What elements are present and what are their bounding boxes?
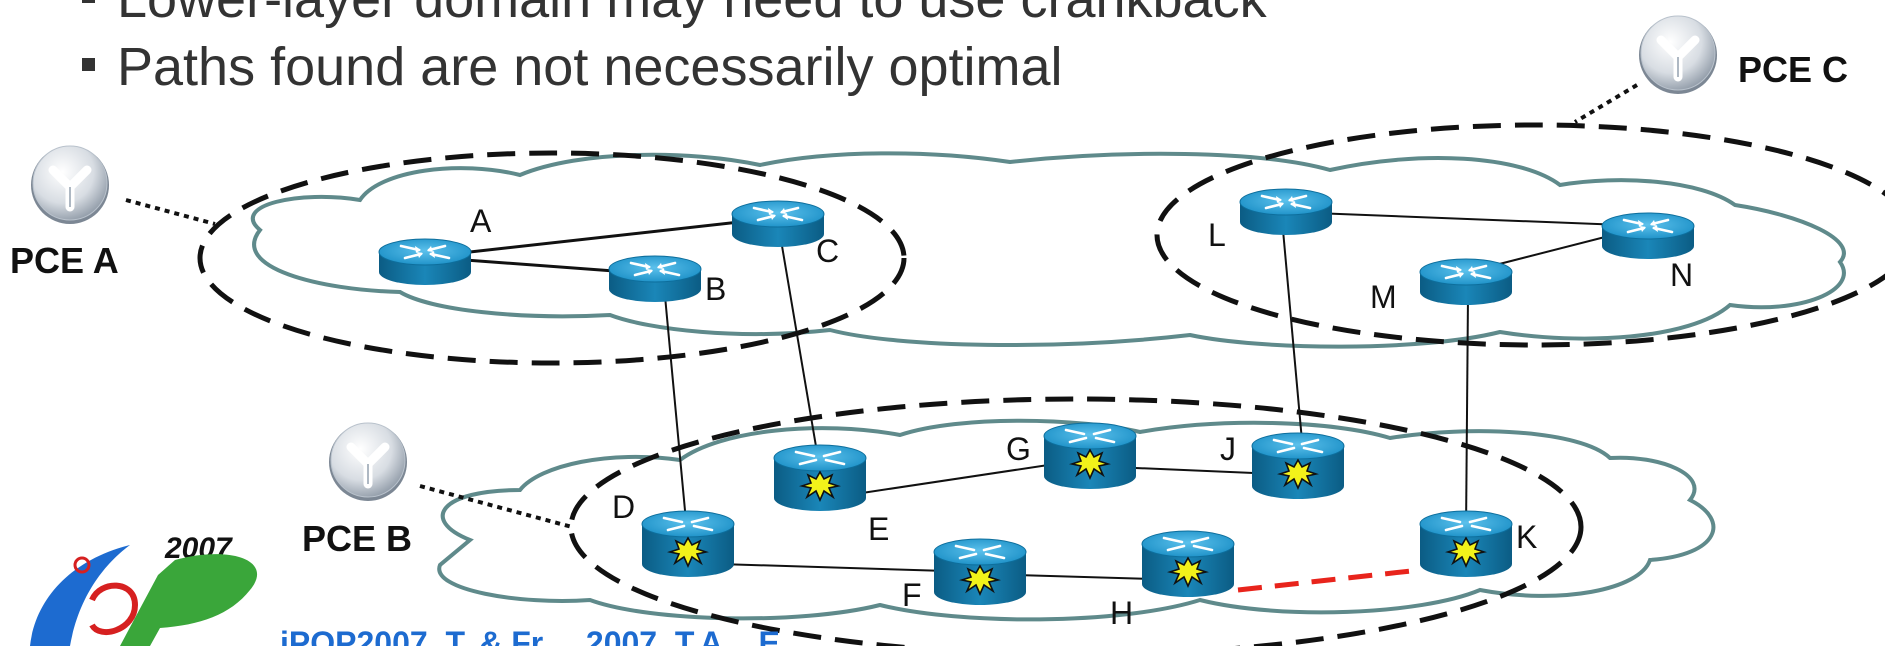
pce-b-association — [419, 484, 573, 529]
router-h-label: H — [1110, 595, 1133, 631]
pce-a-label: PCE A — [10, 240, 119, 281]
ipop-logo: 2007 iPOP2007, T. & Fr..., 2007, T.A... … — [30, 532, 806, 646]
router-e[interactable] — [772, 443, 868, 513]
router-d[interactable] — [640, 509, 736, 579]
domain-b-boundary — [568, 396, 1584, 646]
bullet-text: Paths found are not necessarily optimal — [117, 37, 1063, 97]
pce-b-icon[interactable] — [329, 423, 407, 501]
router-f-label: F — [902, 577, 922, 613]
pce-b-label: PCE B — [302, 518, 412, 559]
router-k[interactable] — [1418, 509, 1514, 579]
link-h-k-failed — [1237, 567, 1421, 593]
link-c-e — [780, 239, 821, 471]
pce-a-icon[interactable] — [31, 146, 109, 224]
router-labels: A B C D E F G H J K L M N — [470, 203, 1693, 631]
domain-a-boundary — [197, 150, 907, 366]
router-n-label: N — [1670, 257, 1693, 293]
logo-green-swoosh — [120, 554, 258, 646]
link-d-f — [686, 562, 981, 573]
router-l-label: L — [1208, 217, 1226, 253]
router-g-label: G — [1006, 431, 1031, 467]
logo-footer: iPOP2007, T. & Fr..., 2007, T.A... E... — [280, 625, 806, 646]
router-l[interactable] — [1238, 187, 1334, 237]
router-m[interactable] — [1418, 257, 1514, 307]
router-j-label: J — [1220, 431, 1236, 467]
domain-c-boundary — [1154, 122, 1885, 348]
router-d-label: D — [612, 489, 635, 525]
link-a-c — [424, 216, 776, 259]
link-b-d — [664, 295, 688, 533]
router-b-label: B — [705, 271, 726, 307]
domain-ac-cloud — [250, 151, 1846, 349]
link-m-k — [1465, 294, 1469, 533]
domain-b-cloud — [437, 418, 1716, 622]
bullet-not-optimal: Paths found are not necessarily optimal — [82, 40, 1063, 94]
router-f[interactable] — [932, 537, 1028, 607]
pce-c-association — [1573, 83, 1639, 124]
bullet-marker — [82, 58, 95, 72]
router-k-label: K — [1516, 519, 1537, 555]
router-h[interactable] — [1140, 529, 1236, 599]
router-n[interactable] — [1600, 211, 1696, 261]
router-g[interactable] — [1042, 421, 1138, 491]
router-a-label: A — [470, 203, 492, 239]
pce-c-icon[interactable] — [1639, 16, 1717, 94]
link-l-j — [1282, 229, 1304, 453]
pce-c-label: PCE C — [1738, 49, 1848, 90]
link-l-n — [1287, 211, 1649, 227]
bullet-marker — [82, 0, 95, 4]
pce-a-association — [125, 198, 216, 226]
router-a[interactable] — [377, 237, 473, 287]
bullet-crankback: Lower-layer domain may need to use crank… — [82, 0, 1267, 26]
router-b[interactable] — [607, 254, 703, 304]
router-c-label: C — [816, 233, 839, 269]
router-c[interactable] — [730, 199, 826, 249]
logo-red-o — [89, 582, 139, 636]
bullet-text: Lower-layer domain may need to use crank… — [117, 0, 1267, 29]
router-e-label: E — [868, 511, 889, 547]
logo-red-dot — [73, 556, 91, 574]
logo-blue-swoosh — [30, 545, 130, 646]
router-m-label: M — [1370, 279, 1397, 315]
router-j[interactable] — [1250, 431, 1346, 501]
